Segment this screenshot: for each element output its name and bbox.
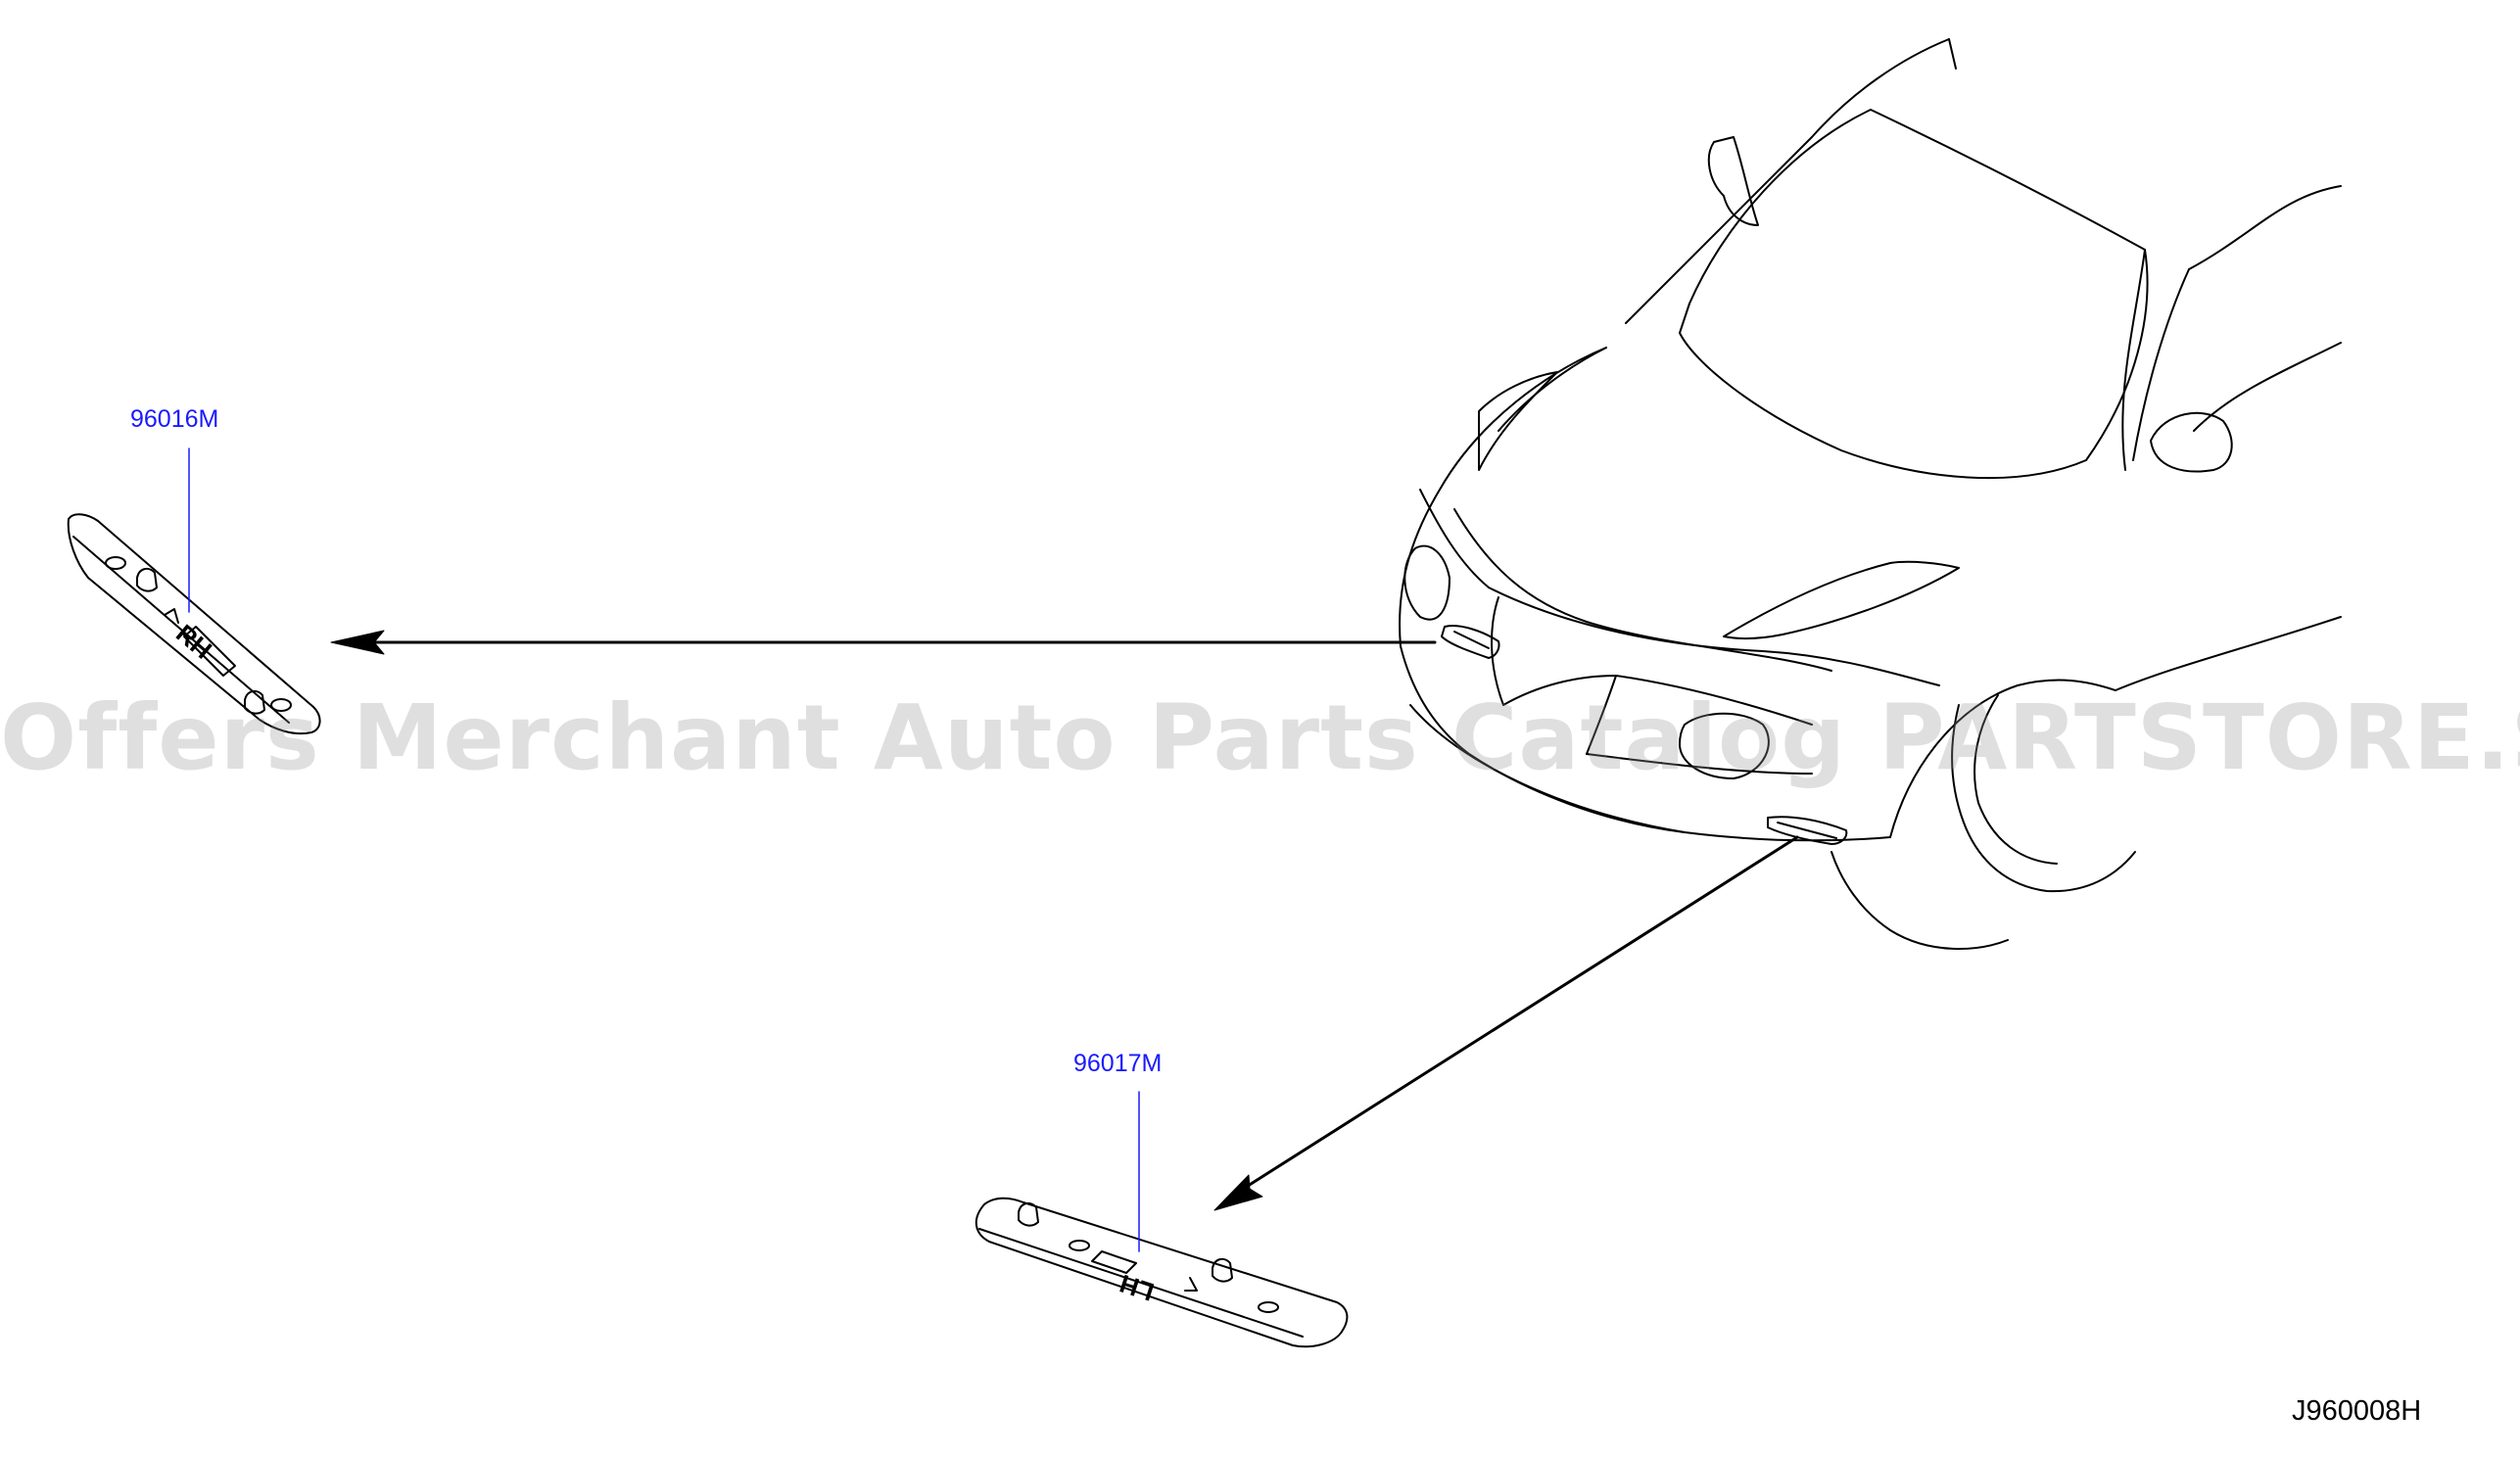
front-emblem-rh [1441,625,1500,659]
leader-arrows [351,640,1799,1197]
arrowhead-rh [330,630,385,655]
lh-garnish-part [975,1197,1349,1348]
car-front-illustration [1399,38,2342,950]
arrowhead-lh [1213,1174,1263,1211]
arrow-to-lh-part [1232,835,1799,1197]
callout-leaders [188,447,1140,1252]
figure-code: J960008H [2292,1395,2422,1427]
callout-96016M[interactable]: 96016M [130,405,219,433]
callout-96017M[interactable]: 96017M [1073,1050,1163,1077]
lh-mark-text: LH [1117,1269,1158,1307]
rh-garnish-part [67,513,321,735]
front-emblem-lh [1767,816,1848,845]
